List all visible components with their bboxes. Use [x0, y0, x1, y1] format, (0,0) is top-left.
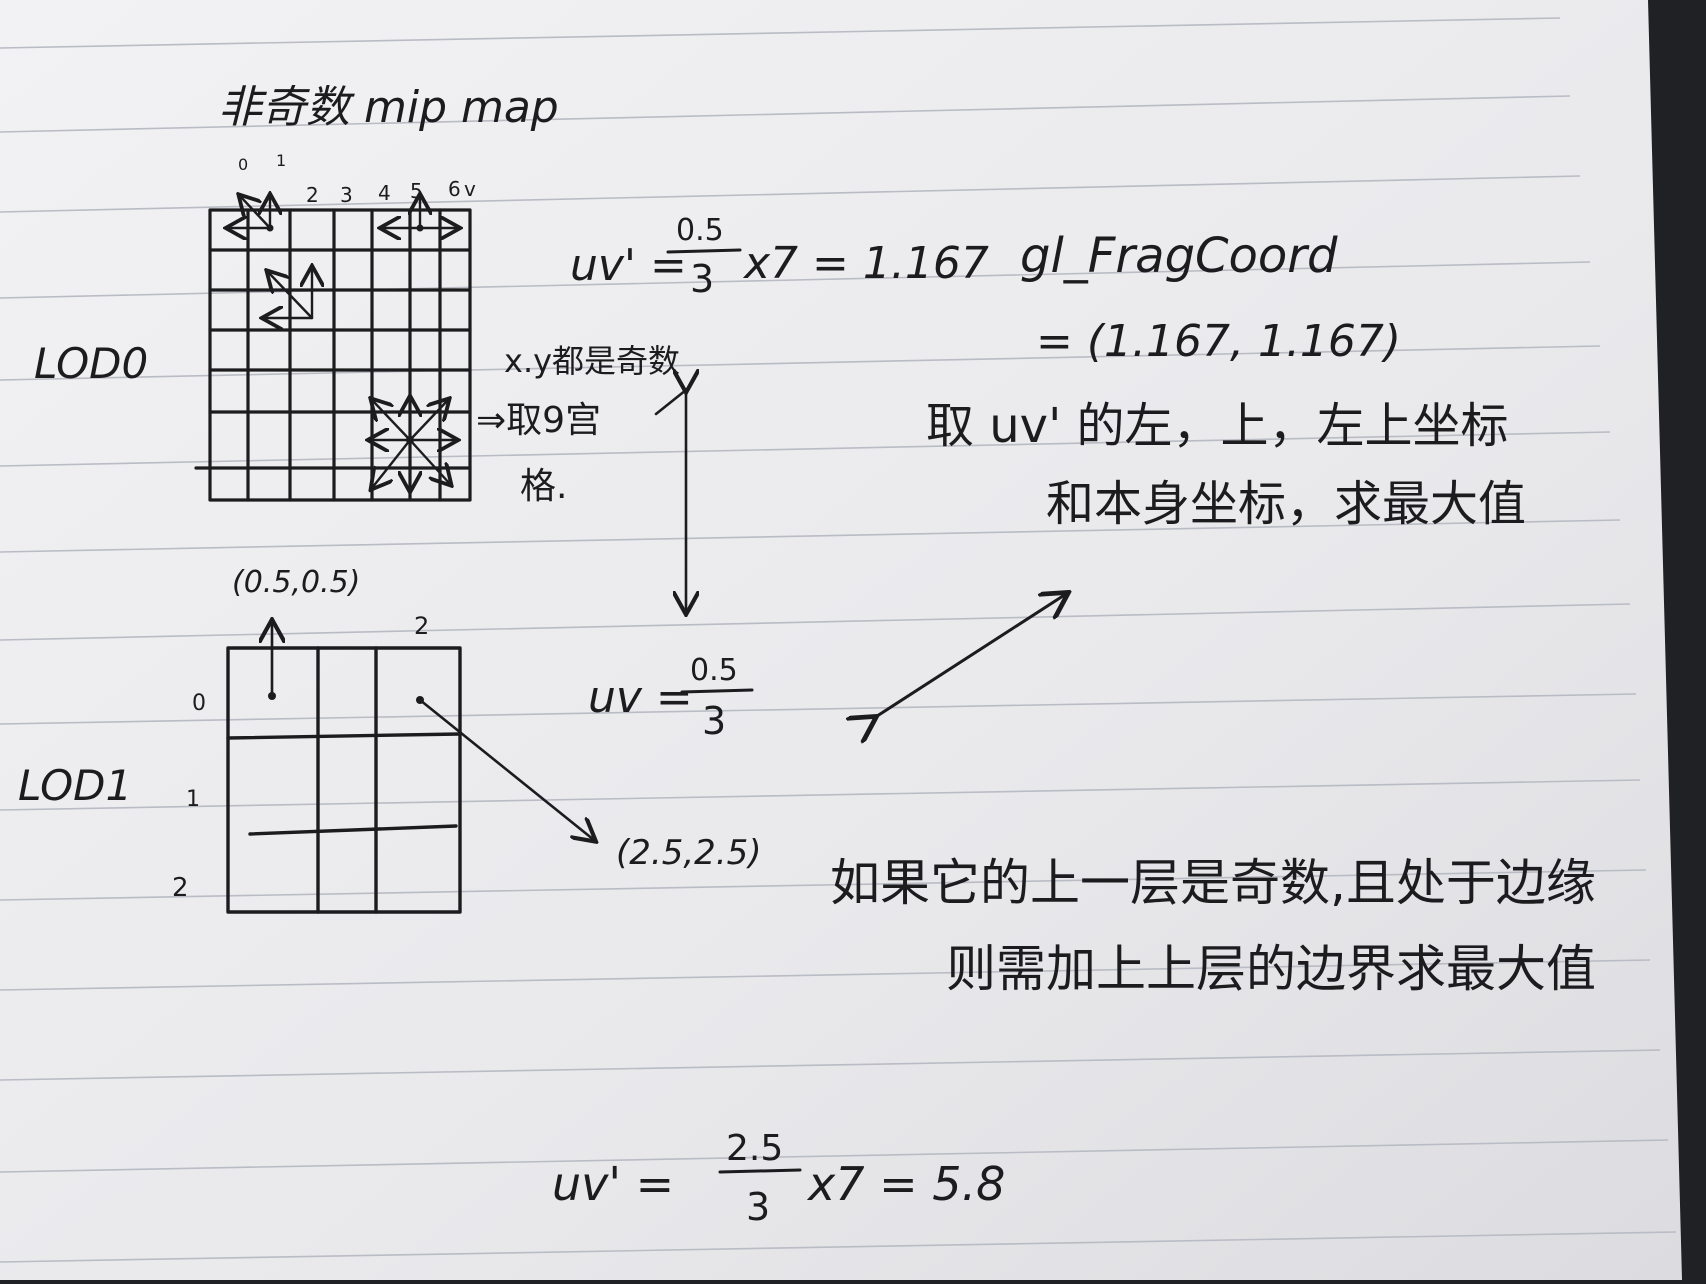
formula-uv-prime: uv' = 0.5 3 x7 = 1.167 [570, 213, 989, 301]
uv-prime-num: 0.5 [676, 213, 724, 248]
lod1-sample-dot [268, 692, 276, 700]
lod0-sample-dot [416, 224, 424, 232]
lod0-arrows [228, 196, 458, 490]
bottom-rhs: x7 = 5.8 [806, 1157, 1005, 1211]
fraction-bar [718, 1168, 802, 1174]
lod0-col-label: 6 [448, 177, 461, 201]
formula-bottom: uv' = 2.5 3 x7 = 5.8 [552, 1128, 1005, 1229]
edge-note-line2: 则需加上上层的边界求最大值 [946, 940, 1596, 998]
ruled-lines [0, 17, 1677, 1263]
lod0-note-line2: ⇒取9宫 [476, 400, 601, 441]
lod1-bottom-point: (2.5,2.5) [616, 833, 761, 873]
lod1-row-label: 2 [172, 873, 189, 903]
lod0-col-label: 4 [378, 181, 391, 205]
lod1-arrows [272, 622, 594, 840]
lod1-top-point: (0.5,0.5) [232, 565, 360, 600]
lod0-col-labels: 0 1 2 3 4 5 6 v [238, 151, 476, 207]
bottom-den: 3 [746, 1185, 770, 1229]
lod1-sample-dot [416, 696, 424, 704]
lod1-row-label: 1 [186, 787, 200, 812]
edge-note-line1: 如果它的上一层是奇数,且处于边缘 [830, 854, 1596, 912]
lod1-col-label: 2 [414, 612, 429, 640]
lod0-label: LOD0 [34, 339, 148, 388]
frag-coord-line2: = (1.167, 1.167) [1036, 316, 1401, 367]
lod0-col-label: 0 [238, 155, 248, 174]
lod1-row-label: 0 [192, 691, 206, 716]
lod0-note-line3: 格. [520, 466, 567, 507]
sample-note-line2: 和本身坐标，求最大值 [1046, 476, 1526, 532]
bottom-num: 2.5 [726, 1128, 783, 1169]
frag-coord-line1: gl_FragCoord [1020, 228, 1338, 284]
lod0-col-label: 2 [306, 183, 319, 207]
formula-uv: uv = 0.5 3 [588, 653, 754, 743]
lod0-col-label: 5 [410, 179, 423, 203]
fraction-bar [666, 248, 742, 254]
uv-num: 0.5 [690, 653, 738, 688]
lod0-col-label: 1 [276, 151, 286, 170]
bottom-lhs: uv' = [552, 1157, 674, 1211]
uv-prime-lhs: uv' = [570, 240, 687, 291]
lod0-col-label: v [464, 177, 476, 201]
lod1-grid [226, 646, 462, 914]
lod0-col-label: 3 [340, 183, 353, 207]
lod0-sample-dot [406, 436, 414, 444]
diagonal-double-arrow [874, 594, 1066, 718]
uv-den: 3 [702, 699, 726, 743]
page-title: 非奇数 mip map [218, 82, 559, 133]
lod1-label: LOD1 [18, 761, 132, 810]
lod0-note-line1: x.y都是奇数 [504, 342, 680, 380]
lod-link-arrow [654, 390, 686, 612]
uv-prime-rhs: x7 = 1.167 [742, 238, 989, 289]
uv-lhs: uv = [588, 672, 693, 723]
sample-note-line1: 取 uv' 的左，上，左上坐标 [926, 398, 1509, 454]
lod0-sample-dot [266, 224, 274, 232]
fraction-bar [680, 688, 754, 694]
uv-prime-den: 3 [690, 257, 714, 301]
